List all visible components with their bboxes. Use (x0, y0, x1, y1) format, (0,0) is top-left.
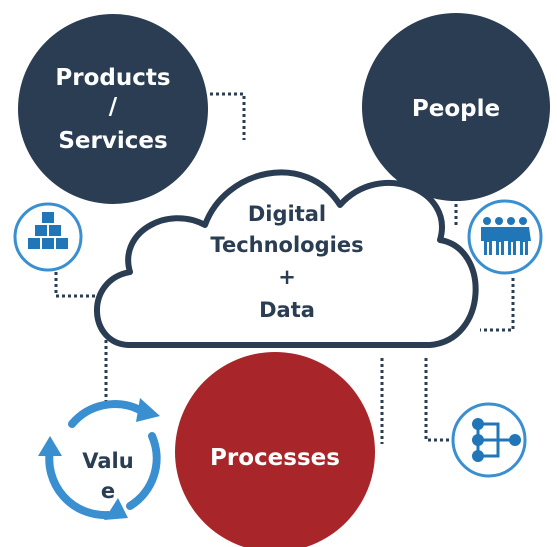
value-label-line1: Valu (82, 449, 133, 473)
value-node: Valu e (38, 398, 161, 520)
products-label-line2: / (109, 94, 118, 120)
boxes-icon (13, 202, 83, 272)
processes-circle (175, 352, 375, 547)
cloud-label-line4: Data (259, 298, 315, 322)
cloud-shape (94, 169, 479, 348)
connector-cloud-flowchart (424, 358, 452, 442)
people-circle (362, 13, 550, 201)
people-node: People (362, 13, 550, 201)
cloud-label-line3: + (278, 265, 296, 289)
cycle-arrows-icon (45, 400, 161, 520)
connectors (54, 92, 515, 444)
people-group-icon (467, 199, 543, 275)
connector-products-cloud (210, 92, 246, 140)
connector-people-cloud (454, 198, 515, 332)
cloud-label-line1: Digital (248, 202, 326, 226)
products-label-line3: Services (58, 128, 167, 154)
products-label-line1: Products (55, 65, 170, 91)
processes-node: Processes (175, 352, 375, 547)
processes-label: Processes (210, 445, 340, 471)
cloud-node: Digital Technologies + Data (94, 169, 479, 348)
connector-boxes-cloud (54, 272, 104, 298)
products-services-node: Products / Services (18, 14, 208, 204)
people-label: People (412, 96, 500, 122)
products-circle (18, 14, 208, 204)
cloud-label-line2: Technologies (210, 233, 363, 257)
value-label-line2: e (101, 479, 115, 503)
flowchart-icon (451, 402, 527, 478)
